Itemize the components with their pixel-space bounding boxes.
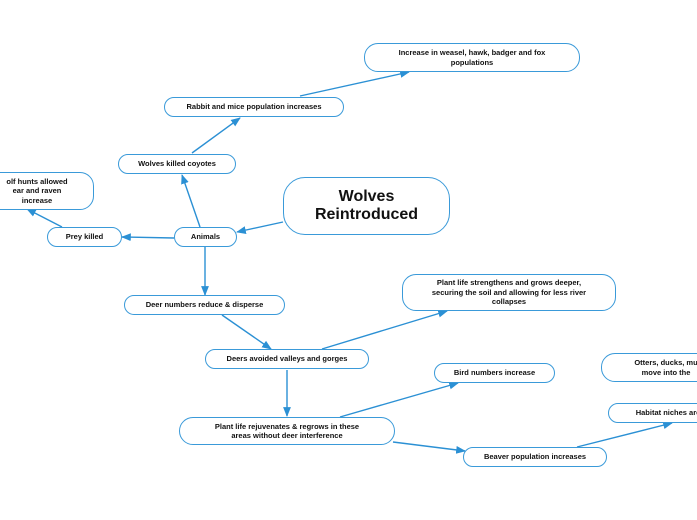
node-deers-avoided[interactable]: Deers avoided valleys and gorges	[205, 349, 369, 369]
node-plant-strengthens[interactable]: Plant life strengthens and grows deeper,…	[402, 274, 616, 311]
edge-animals-to-prey-killed	[121, 233, 175, 242]
edge-prey-killed-to-wolf-hunts	[26, 208, 63, 228]
node-bird-numbers[interactable]: Bird numbers increase	[434, 363, 555, 383]
edge-animals-to-wolves-killed-coyotes	[181, 174, 201, 228]
node-wolves-killed-coyotes[interactable]: Wolves killed coyotes	[118, 154, 236, 174]
node-deer-reduce[interactable]: Deer numbers reduce & disperse	[124, 295, 285, 315]
node-wolf-hunts[interactable]: olf hunts allowed ear and raven increase	[0, 172, 94, 210]
node-rabbit-mice[interactable]: Rabbit and mice population increases	[164, 97, 344, 117]
edge-central-to-animals	[236, 221, 284, 234]
node-habitat[interactable]: Habitat niches are	[608, 403, 697, 423]
node-animals[interactable]: Animals	[174, 227, 237, 247]
edge-beaver-to-habitat	[576, 421, 673, 448]
edge-plant-rejuvenates-to-beaver	[392, 441, 466, 454]
node-plant-rejuvenates[interactable]: Plant life rejuvenates & regrows in thes…	[179, 417, 395, 445]
edge-rabbit-mice-to-weasel-hawk	[299, 70, 410, 97]
node-weasel-hawk[interactable]: Increase in weasel, hawk, badger and fox…	[364, 43, 580, 72]
node-otters[interactable]: Otters, ducks, mu move into the	[601, 353, 697, 382]
edge-deers-avoided-to-plant-strengthens	[321, 309, 448, 350]
node-prey-killed[interactable]: Prey killed	[47, 227, 122, 247]
edge-plant-rejuvenates-to-bird-numbers	[339, 381, 459, 418]
edge-deer-reduce-to-deers-avoided	[221, 314, 272, 350]
node-beaver[interactable]: Beaver population increases	[463, 447, 607, 467]
node-wolves-reintroduced[interactable]: Wolves Reintroduced	[283, 177, 450, 235]
edge-coyotes-to-rabbit-mice	[191, 117, 241, 154]
